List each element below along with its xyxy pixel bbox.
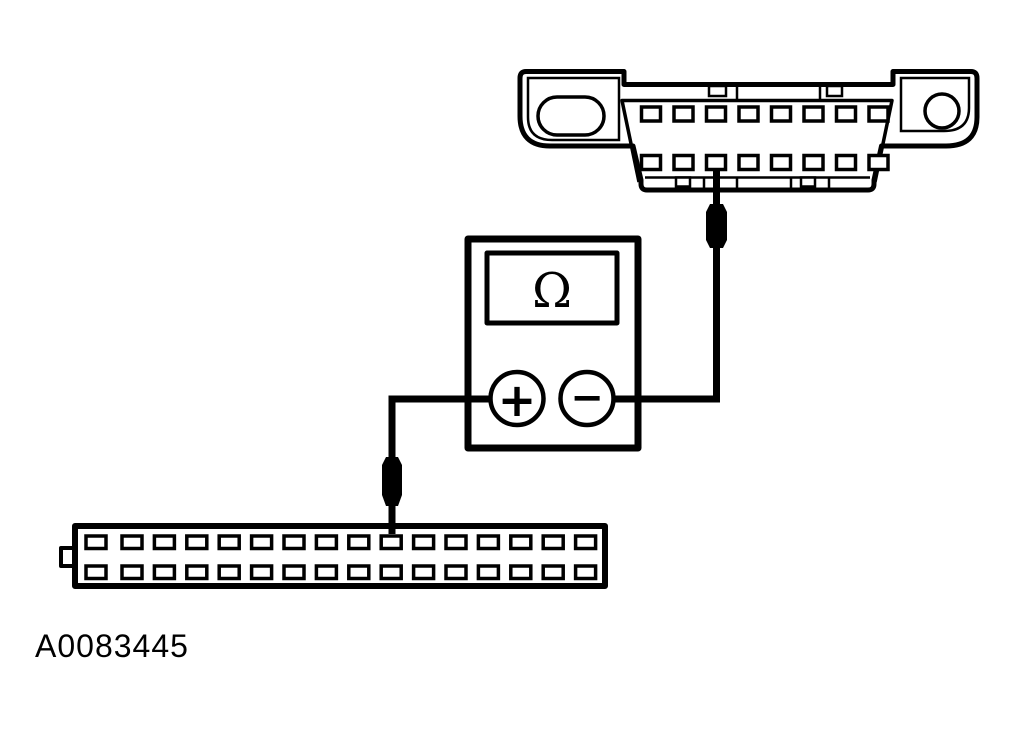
connector-pin xyxy=(867,153,890,172)
connector-pin xyxy=(737,105,760,123)
connector-pin xyxy=(314,564,339,581)
connector-pin xyxy=(152,534,177,551)
connector-pin xyxy=(509,534,533,551)
connector-pin xyxy=(573,564,598,581)
connector-pin xyxy=(834,105,858,123)
harness-pin-field xyxy=(84,534,598,581)
test-leads xyxy=(382,169,727,534)
dlc-connector xyxy=(517,69,980,193)
connector-pin xyxy=(379,534,403,551)
connector-pin xyxy=(84,564,108,581)
connector-pin xyxy=(704,105,728,123)
dlc-pin-field xyxy=(639,105,890,172)
connector-pin xyxy=(217,534,241,551)
connector-pin xyxy=(249,534,274,551)
ohm-symbol: Ω xyxy=(532,263,572,319)
connector-pin xyxy=(347,564,371,581)
connector-pin xyxy=(541,564,565,581)
connector-pin xyxy=(120,534,144,551)
dlc-round-mount-hole xyxy=(923,92,961,130)
connector-pin xyxy=(541,534,565,551)
dlc-bottom-latch-notch xyxy=(674,176,692,188)
connector-pin xyxy=(185,534,209,551)
connector-pin xyxy=(249,564,274,581)
connector-pin xyxy=(639,105,663,123)
connector-pin xyxy=(769,105,793,123)
connector-pin xyxy=(737,153,760,172)
minus-sign: − xyxy=(570,375,604,421)
connector-pin xyxy=(834,153,858,172)
harness-connector xyxy=(59,523,608,589)
connector-pin xyxy=(802,153,825,172)
dlc-oval-mount-hole xyxy=(536,95,606,137)
connector-pin xyxy=(704,153,728,172)
connector-pin xyxy=(411,534,436,551)
positive-terminal xyxy=(488,369,546,428)
connector-pin xyxy=(217,564,241,581)
connector-pin xyxy=(573,534,598,551)
connector-pin xyxy=(476,564,501,581)
ohmmeter-display xyxy=(484,250,620,326)
dlc-left-ear-inner xyxy=(526,76,621,142)
connector-pin xyxy=(185,564,209,581)
connector-pin xyxy=(444,564,468,581)
dlc-right-ear-inner xyxy=(899,76,971,133)
dlc-bottom-band-dividers xyxy=(702,177,831,189)
connector-pin xyxy=(282,534,306,551)
positive-probe-tip xyxy=(382,457,402,506)
dlc-top-band-dividers xyxy=(735,86,822,100)
connector-pin xyxy=(120,564,144,581)
connector-pin xyxy=(444,534,468,551)
negative-probe-tip xyxy=(706,204,727,248)
negative-terminal xyxy=(558,369,616,428)
connector-pin xyxy=(347,534,371,551)
connector-pin xyxy=(379,564,403,581)
connector-pin xyxy=(152,564,177,581)
connector-pin xyxy=(672,153,695,172)
connector-pin xyxy=(867,105,890,123)
connector-pin xyxy=(314,534,339,551)
ohmmeter-terminals: + − xyxy=(488,369,616,428)
dlc-top-latch-notch xyxy=(825,84,844,98)
connector-pin xyxy=(672,105,695,123)
dlc-bottom-latch-notch xyxy=(799,176,817,188)
connector-pin xyxy=(769,153,793,172)
connector-pin xyxy=(282,564,306,581)
dlc-pin-cavity xyxy=(620,98,894,183)
plus-sign: + xyxy=(498,373,537,427)
ohmmeter: Ω xyxy=(464,235,642,452)
connector-pin xyxy=(802,105,825,123)
dlc-top-latch-notch xyxy=(707,84,728,98)
figure-code: A0083445 xyxy=(35,628,189,664)
connector-pin xyxy=(476,534,501,551)
connector-pin xyxy=(411,564,436,581)
connector-pin xyxy=(509,564,533,581)
connector-pin xyxy=(84,534,108,551)
connector-pin xyxy=(639,153,663,172)
